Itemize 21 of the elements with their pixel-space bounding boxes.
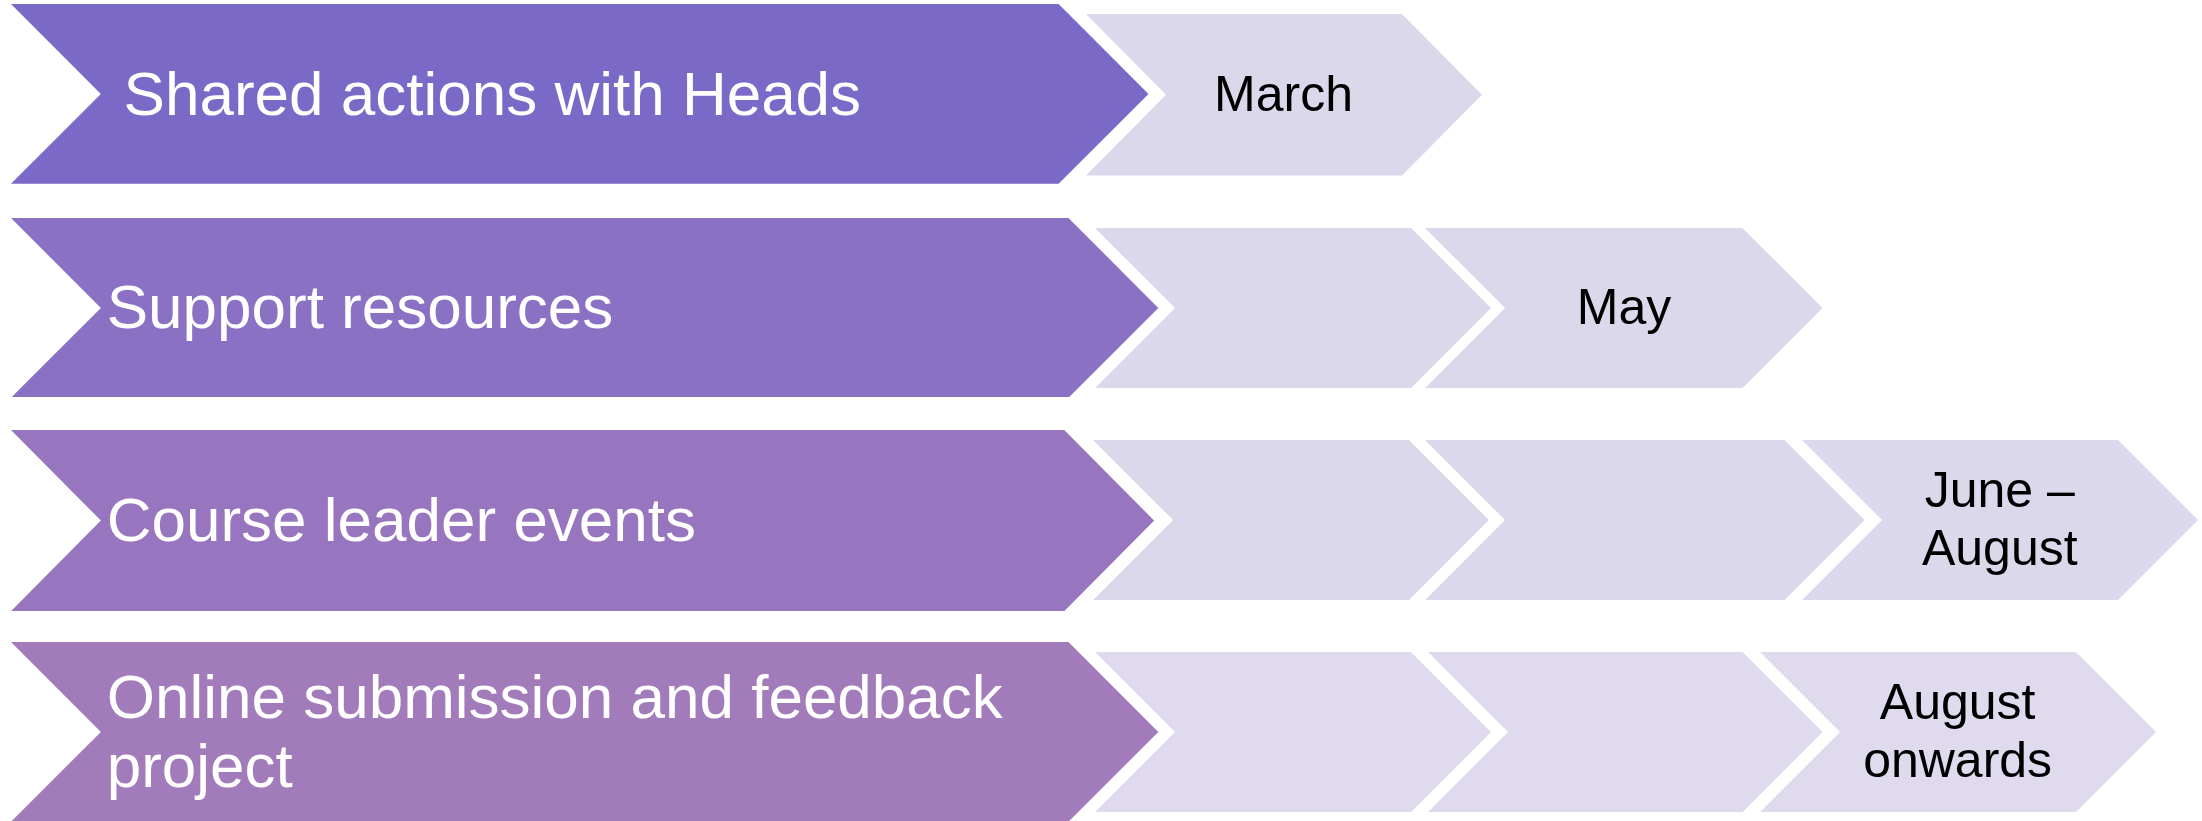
- task-label: Online submission and feedback project: [106, 663, 1004, 800]
- chevron-banner: [11, 429, 1155, 611]
- chevron-step: [1425, 227, 1823, 388]
- chevron-step: [1095, 651, 1492, 812]
- chevron-step: [1801, 439, 2198, 600]
- chevron-banner: [11, 217, 1159, 398]
- task-label: Shared actions with Heads: [123, 60, 862, 129]
- month-label: August onwards: [1862, 674, 2054, 790]
- chevron-step: [1095, 227, 1492, 388]
- chevron-step: [1428, 651, 1823, 812]
- task-label: Course leader events: [106, 486, 697, 555]
- chevron-step: [1092, 439, 1489, 600]
- month-label: June – August: [1920, 462, 2079, 578]
- task-label: Support resources: [106, 273, 614, 342]
- chevron-step: [1425, 439, 1865, 600]
- month-label: March: [1214, 66, 1353, 124]
- chevron-step: [1759, 651, 2156, 812]
- chevron-banner: [11, 4, 1149, 184]
- chevron-banner: [11, 641, 1159, 821]
- chevron-step: [1085, 14, 1482, 176]
- month-label: May: [1576, 278, 1672, 337]
